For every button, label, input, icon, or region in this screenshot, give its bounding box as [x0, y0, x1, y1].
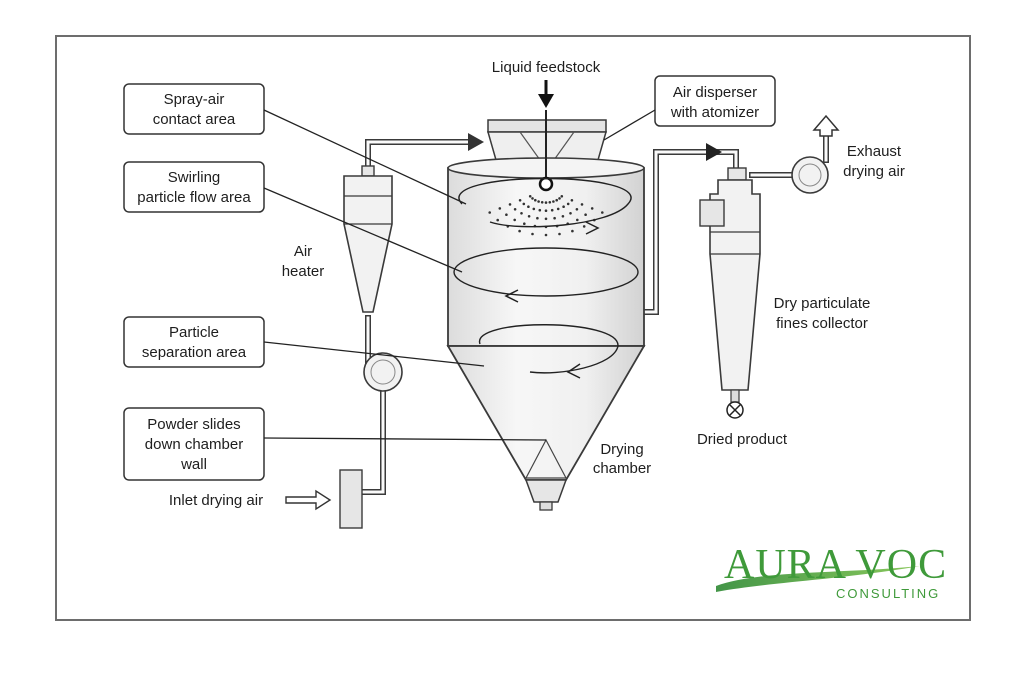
spray-dot — [576, 218, 579, 222]
exhaust-arrow — [812, 114, 840, 137]
spray-dot — [527, 215, 531, 218]
label-box-spray-air — [123, 83, 265, 135]
label-swirling-2: particle flow area — [137, 189, 251, 206]
spray-dot — [561, 215, 565, 218]
logo-sub-text: CONSULTING — [836, 586, 940, 601]
label-drying-chamber-2: chamber — [593, 460, 651, 477]
flow-arrow-to-collector — [706, 143, 722, 161]
label-box-powder — [123, 407, 265, 481]
spray-dot — [531, 197, 534, 200]
label-spray-air-1: Spray-air — [164, 91, 225, 108]
spray-dot — [552, 200, 555, 203]
label-spray-air-2: contact area — [153, 111, 236, 128]
spray-dot — [569, 212, 572, 215]
spray-dot — [544, 233, 548, 237]
spray-dot — [518, 199, 522, 202]
spray-dot — [538, 208, 542, 212]
spray-dot — [555, 198, 558, 202]
spray-dot — [513, 208, 517, 211]
atomizer-nozzle — [538, 176, 554, 192]
spray-dot — [534, 198, 537, 202]
spray-dot — [571, 229, 574, 233]
spray-dot — [540, 201, 544, 204]
label-box-air-disperser — [654, 75, 776, 127]
label-air-disperser-1: Air disperser — [673, 84, 757, 101]
leader-lines — [263, 109, 656, 441]
spray-dot — [550, 208, 554, 212]
label-powder-1: Powder slides — [147, 416, 240, 433]
spray-dot — [560, 195, 564, 198]
spray-dot — [556, 207, 560, 211]
spray-dot — [544, 201, 548, 204]
spray-dot — [548, 201, 552, 204]
label-swirling-1: Swirling — [168, 169, 221, 186]
spray-dot — [528, 195, 532, 198]
spray-dot — [544, 217, 548, 221]
spray-dot — [488, 211, 492, 214]
flow-arrow-heater-to-disperser — [468, 133, 484, 151]
logo-main-text: AURA VOC — [724, 542, 947, 588]
inlet-fan — [363, 352, 403, 392]
feedstock-arrow — [538, 94, 554, 108]
spray-dot — [537, 200, 540, 203]
spray-dot — [508, 203, 512, 206]
spray-dot — [544, 209, 548, 212]
spray-dot — [532, 207, 536, 211]
label-dried-product: Dried product — [697, 431, 788, 448]
spray-dot — [498, 207, 502, 210]
spray-dot — [566, 202, 570, 206]
label-powder-2: down chamber — [145, 436, 243, 453]
spray-dot — [582, 225, 586, 228]
air-heater — [343, 165, 393, 313]
label-air-heater-2: heater — [282, 263, 325, 280]
spray-dot — [584, 213, 587, 216]
inlet-air-arrow — [285, 489, 332, 511]
exhaust-fan — [791, 156, 829, 194]
spray-dot — [553, 216, 556, 220]
label-inlet-drying-air: Inlet drying air — [169, 492, 263, 509]
spray-dot — [575, 208, 579, 211]
label-drying-chamber-1: Drying — [600, 441, 643, 458]
spray-dot — [558, 197, 561, 200]
spray-dot — [590, 207, 594, 210]
label-air-heater-1: Air — [294, 243, 312, 260]
spray-dot — [580, 203, 584, 206]
spray-dot — [505, 213, 508, 216]
drying-chamber — [446, 119, 646, 511]
label-air-disperser-2: with atomizer — [670, 104, 759, 121]
label-exhaust-2: drying air — [843, 163, 905, 180]
fines-collector — [699, 167, 761, 419]
spray-dot — [570, 199, 574, 202]
inlet-filter — [339, 469, 363, 529]
aura-voc-logo: AURA VOC CONSULTING — [716, 542, 947, 601]
label-liquid-feedstock: Liquid feedstock — [492, 59, 601, 76]
pipework — [359, 129, 829, 495]
spray-pattern — [488, 195, 604, 237]
label-exhaust-1: Exhaust — [847, 143, 902, 160]
swirl-flows — [453, 177, 639, 379]
spray-dot — [558, 232, 561, 236]
spray-dot — [513, 218, 516, 222]
spray-dot — [496, 218, 500, 222]
spray-dot — [562, 205, 565, 208]
spray-dot — [527, 205, 530, 208]
label-box-swirling — [123, 161, 265, 213]
label-powder-3: wall — [180, 456, 207, 473]
spray-dot — [522, 202, 526, 206]
label-particle-separation-1: Particle — [169, 324, 219, 341]
spray-dot — [531, 232, 534, 236]
spray-dot — [601, 211, 604, 214]
spray-dot — [523, 222, 526, 225]
spray-dot — [536, 216, 539, 220]
label-particle-separation-2: separation area — [142, 344, 247, 361]
label-fines-collector-2: fines collector — [776, 315, 868, 332]
spray-dot — [518, 229, 521, 233]
spray-dot — [520, 212, 523, 215]
label-fines-collector-1: Dry particulate — [774, 295, 871, 312]
